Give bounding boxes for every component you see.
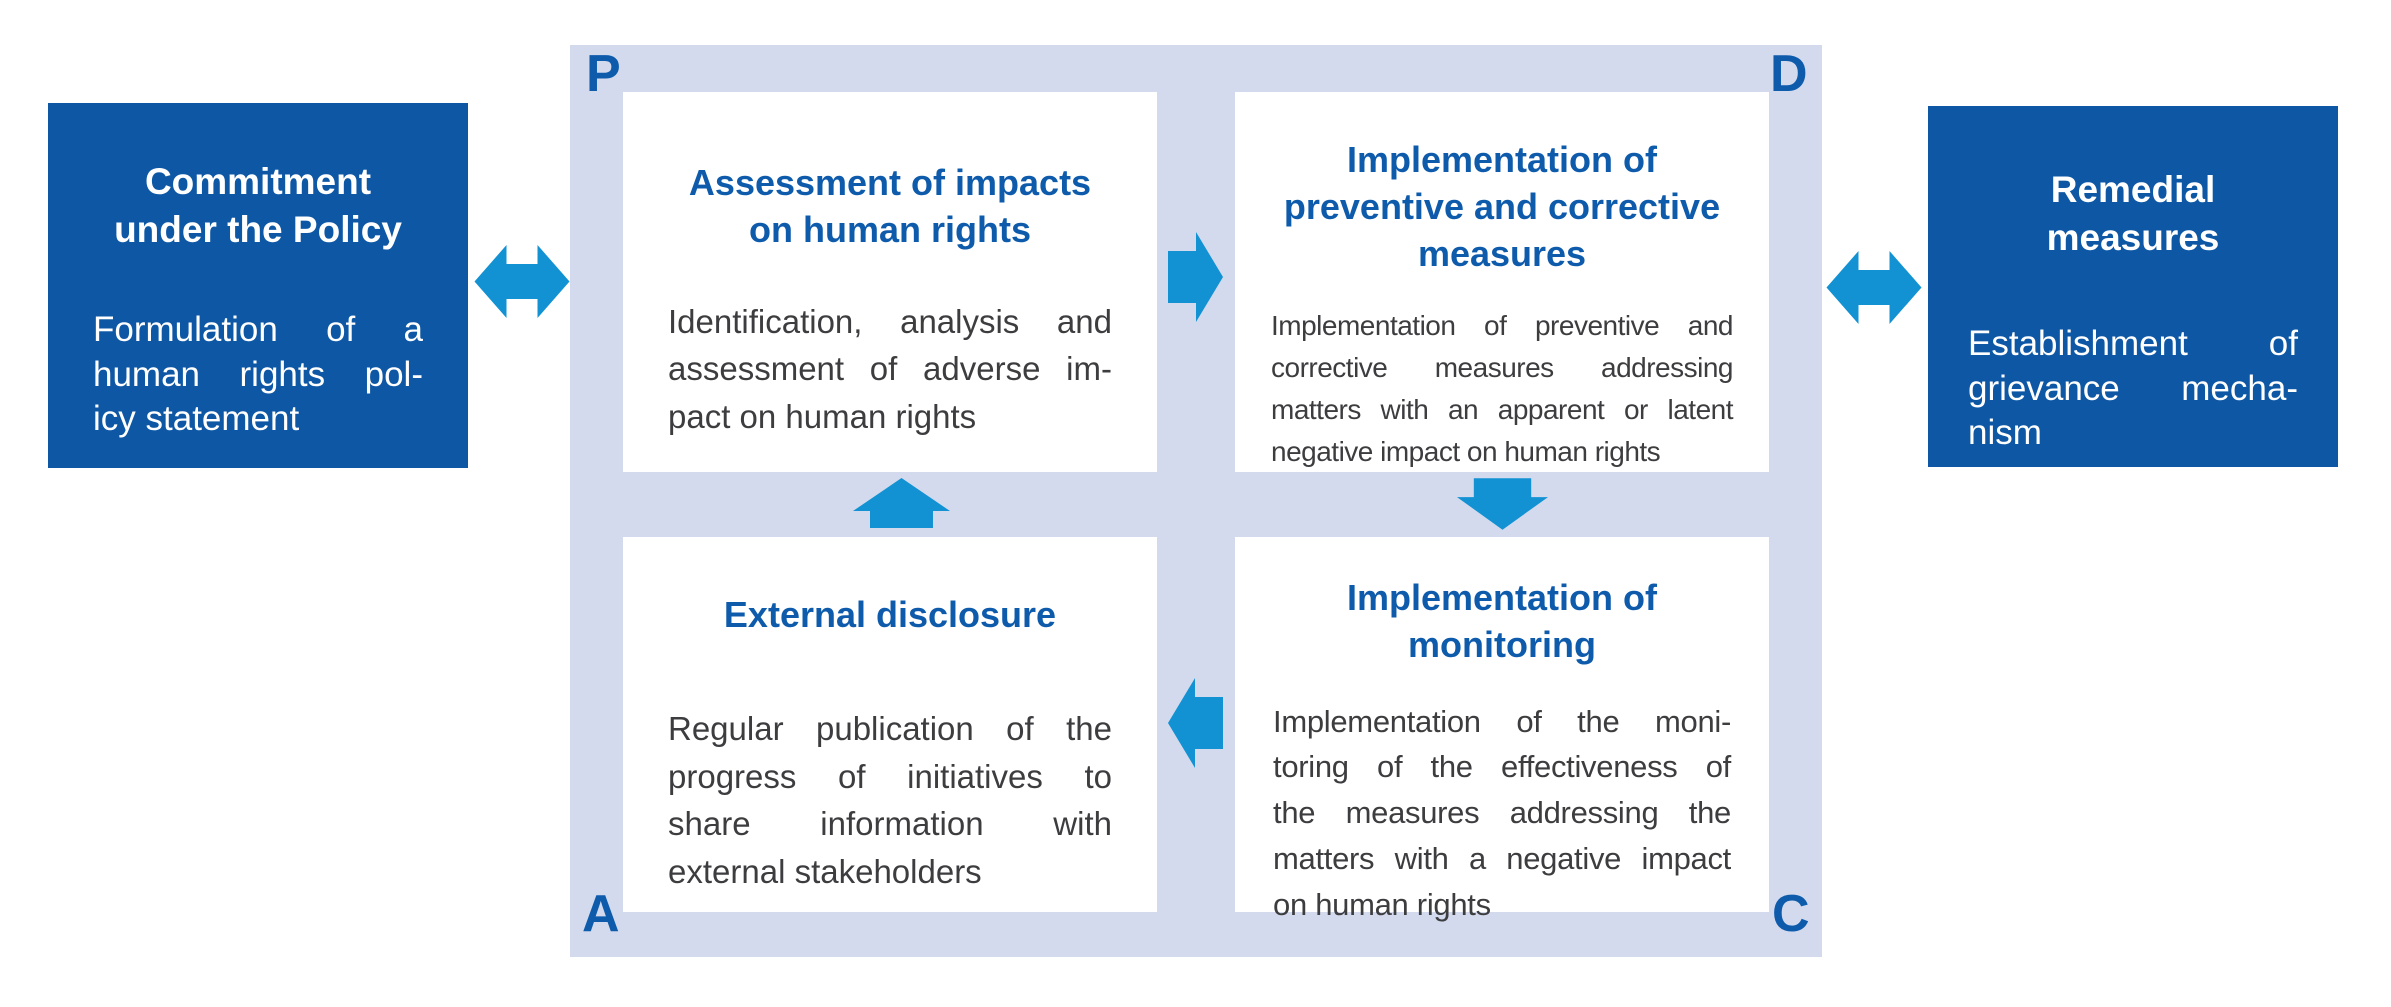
corner-letter-check: C (1772, 885, 1810, 943)
corner-letter-plan: P (586, 45, 621, 103)
corner-letter-act: A (582, 885, 620, 943)
corner-letter-do: D (1770, 45, 1808, 103)
external-disclosure-card: External disclosure Regular publication … (623, 537, 1157, 912)
double-arrow-right-icon (1826, 240, 1922, 335)
double-arrow-left-icon (474, 234, 570, 329)
arrow-right-icon (1168, 232, 1223, 322)
external-disclosure-card-title: External disclosure (723, 594, 1057, 635)
arrow-up-icon (853, 478, 950, 528)
monitoring-card-body: Implementation of the moni-toring of the… (1273, 703, 1731, 923)
arrow-down-icon (1457, 478, 1548, 530)
arrow-left-icon (1168, 678, 1223, 768)
